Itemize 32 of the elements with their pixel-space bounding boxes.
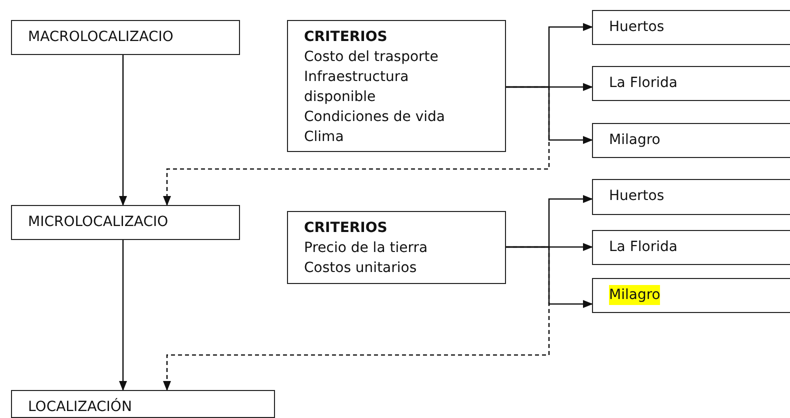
box-label: MICROLOCALIZACIO [28,213,170,232]
option-box [592,10,790,45]
box-label: Milagro [609,131,662,150]
title-box [11,20,240,55]
criterion-text: Costo del trasporte [304,48,440,67]
option-box [592,278,790,313]
box-label: MACROLOCALIZACIO [28,28,174,47]
option-box [592,66,790,101]
criterion-text: Costos unitarios [304,259,418,278]
title-box [11,205,240,240]
criterion-text: Precio de la tierra [304,239,429,258]
dashed-arrow [163,246,550,391]
option-box [592,123,790,158]
box-label: La Florida [609,238,678,257]
criterion-text: Condiciones de vida [304,108,446,127]
criterion-text: Infraestructura disponible [304,68,410,107]
box-label: Huertos [609,187,666,206]
criteria-heading: CRITERIOS [304,219,388,238]
criterion-text: Clima [304,128,345,147]
criteria-heading: CRITERIOS [304,28,388,47]
dashed-arrow [163,86,550,206]
option-box [592,179,790,215]
criteria-box [287,20,506,152]
arrow [119,240,127,391]
title-box [11,390,275,418]
criteria-box [287,211,506,284]
option-box [592,230,790,265]
box-label: La Florida [609,74,678,93]
box-label: Huertos [609,18,666,37]
arrow [119,55,127,206]
box-label: Milagro [609,285,662,305]
box-label: LOCALIZACIÓN [28,397,133,417]
